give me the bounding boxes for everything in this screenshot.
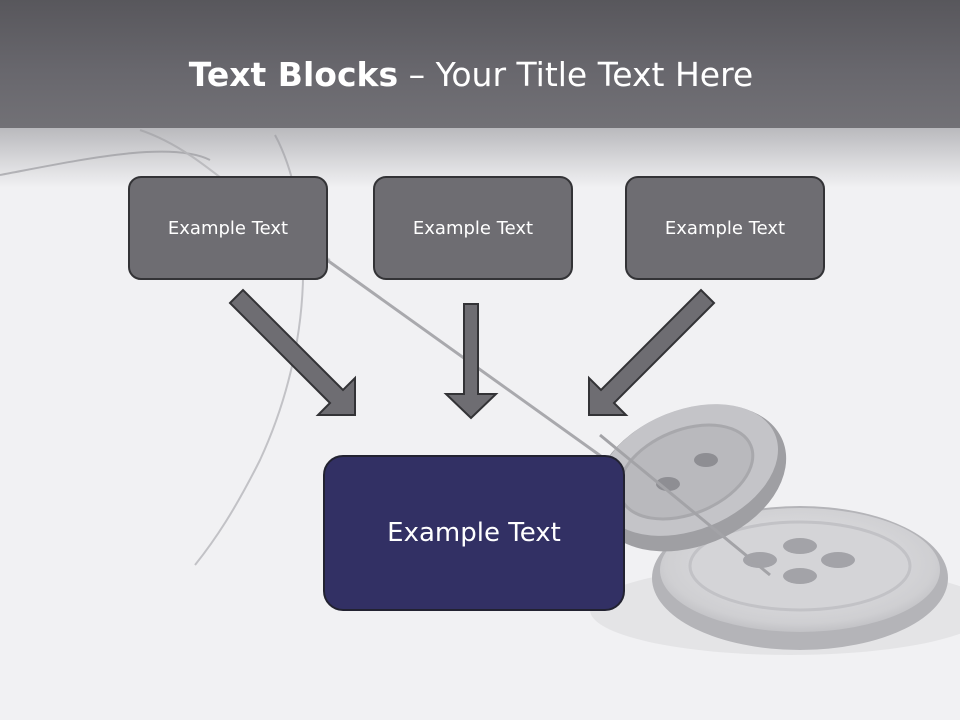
- button-upper: [593, 404, 787, 552]
- slide-title-bold: Text Blocks: [188, 55, 399, 94]
- text-block-label: Example Text: [412, 217, 534, 239]
- text-block-2[interactable]: Example Text: [373, 176, 573, 280]
- slide-title-separator: –: [398, 55, 436, 94]
- text-block-3[interactable]: Example Text: [625, 176, 825, 280]
- slide-title: Text Blocks – Your Title Text Here: [0, 52, 942, 98]
- button-lower: [652, 506, 948, 650]
- text-block-1[interactable]: Example Text: [128, 176, 328, 280]
- target-block-label: Example Text: [387, 518, 561, 548]
- slide-title-rest: Your Title Text Here: [435, 55, 754, 94]
- title-bar: [0, 0, 960, 128]
- target-block[interactable]: Example Text: [323, 455, 625, 611]
- arrow-down-left: [588, 288, 716, 416]
- text-block-label: Example Text: [167, 217, 289, 239]
- arrow-down-right: [228, 288, 356, 416]
- arrow-down: [443, 303, 499, 420]
- text-block-label: Example Text: [664, 217, 786, 239]
